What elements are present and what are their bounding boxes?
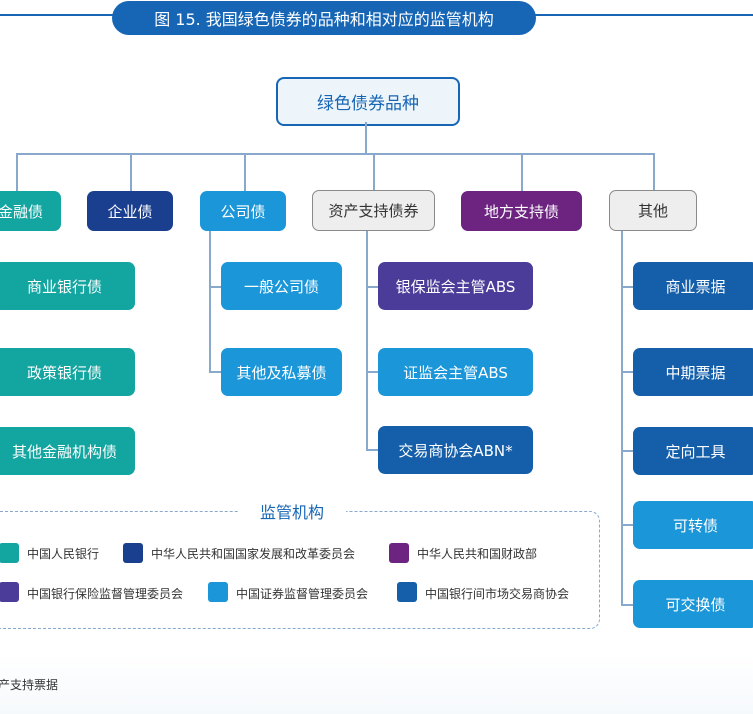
background-fade [0,654,753,714]
legend-frame [0,511,600,629]
corporate-tick-2 [209,371,221,373]
category-corporate: 公司债 [200,191,286,231]
other-tick-1 [621,286,633,288]
other-item-convertible: 可转债 [633,501,753,549]
legend-label-nafmii: 中国银行间市场交易商协会 [425,587,570,601]
legend-swatch-cbirc [0,582,19,602]
legend-swatch-csrc [208,582,228,602]
root-stem [365,122,367,154]
abs-tick-1 [366,286,378,288]
other-tick-5 [621,604,633,606]
other-tick-2 [621,371,633,373]
legend-title: 监管机构 [238,500,346,522]
abs-tick-3 [366,449,378,451]
other-spine [621,231,623,605]
drop-financial [16,153,18,191]
category-other: 其他 [609,190,697,231]
drop-local [521,153,523,191]
category-local: 地方支持债 [461,191,582,231]
legend-swatch-ndrc [123,543,143,563]
corporate-item-private: 其他及私募债 [221,348,342,396]
financial-item-other-institution: 其他金融机构债 [0,427,135,475]
abs-item-csrc: 证监会主管ABS [378,348,533,396]
category-bus [16,153,655,155]
drop-corporate [244,153,246,191]
drop-enterprise [130,153,132,191]
corporate-tick-1 [209,286,221,288]
corporate-spine [209,231,211,372]
other-item-directed-tool: 定向工具 [633,427,753,475]
abs-spine [366,231,368,450]
legend-swatch-pboc [0,543,19,563]
other-item-commercial-paper: 商业票据 [633,262,753,310]
other-item-mtn: 中期票据 [633,348,753,396]
legend-swatch-mof [389,543,409,563]
figure-title: 图 15. 我国绿色债券的品种和相对应的监管机构 [112,1,536,35]
category-financial: 金融债 [0,191,61,231]
legend-label-pboc: 中国人民银行 [27,547,100,561]
drop-other [653,153,655,191]
root-node: 绿色债券品种 [276,77,460,126]
abs-tick-2 [366,371,378,373]
financial-item-commercial-bank: 商业银行债 [0,262,135,310]
legend-label-ndrc: 中华人民共和国国家发展和改革委员会 [151,547,356,561]
category-abs: 资产支持债券 [312,190,435,231]
legend-label-csrc: 中国证券监督管理委员会 [236,587,369,601]
other-item-exchangeable: 可交换债 [633,580,753,628]
legend-label-cbirc: 中国银行保险监督管理委员会 [27,587,184,601]
abs-item-nafmii-abn: 交易商协会ABN* [378,426,533,474]
corporate-item-general: 一般公司债 [221,262,342,310]
footnote: 产支持票据 [0,678,59,692]
other-tick-4 [621,524,633,526]
abs-item-cbirc: 银保监会主管ABS [378,262,533,310]
legend-label-mof: 中华人民共和国财政部 [417,547,538,561]
financial-item-policy-bank: 政策银行债 [0,348,135,396]
category-enterprise: 企业债 [87,191,173,231]
legend-swatch-nafmii [397,582,417,602]
other-tick-3 [621,450,633,452]
drop-abs [373,153,375,191]
